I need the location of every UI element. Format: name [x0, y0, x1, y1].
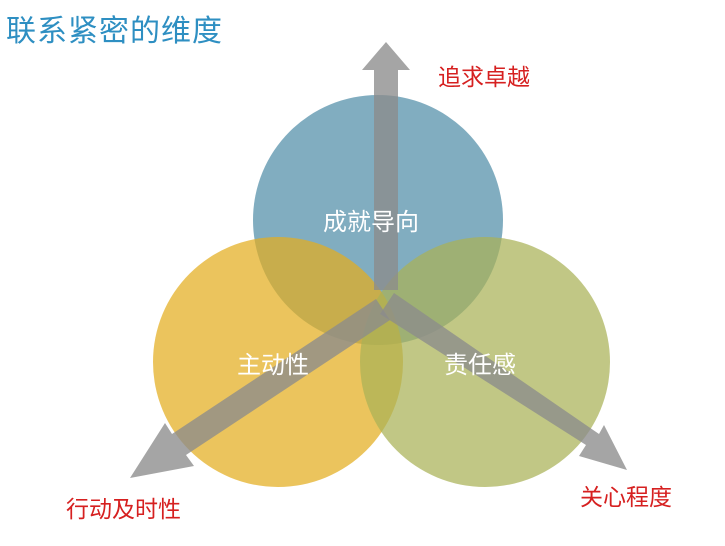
arrow-down-left	[130, 299, 390, 478]
page-title: 联系紧密的维度	[6, 14, 223, 49]
circle-label-responsibility: 责任感	[444, 351, 516, 379]
circle-label-initiative: 主动性	[237, 351, 309, 379]
axis-label-degree-of-care: 关心程度	[580, 485, 672, 511]
arrow-down-right	[380, 293, 627, 470]
arrow-up	[362, 42, 410, 290]
axis-label-pursue-excellence: 追求卓越	[438, 65, 530, 91]
circle-label-achievement: 成就导向	[323, 208, 419, 236]
axis-label-action-timeliness: 行动及时性	[66, 497, 181, 523]
